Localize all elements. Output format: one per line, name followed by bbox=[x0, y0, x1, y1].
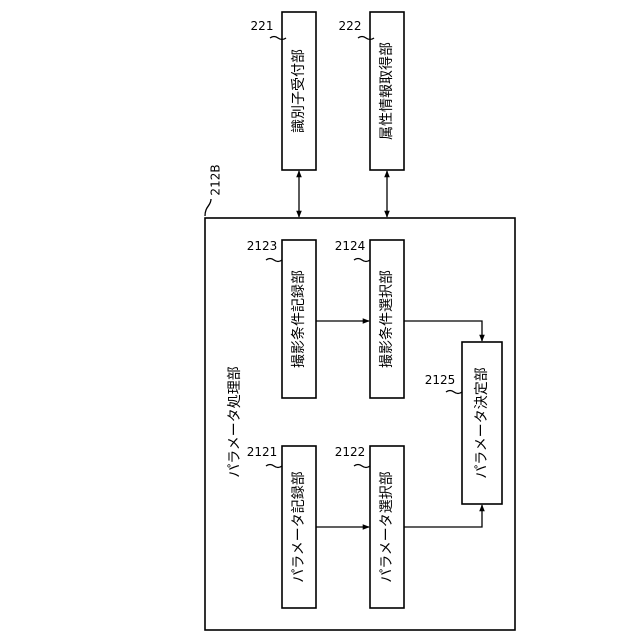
block-2125-label: パラメータ決定部 bbox=[474, 367, 490, 479]
block-221-label: 識別子受付部 bbox=[291, 49, 307, 133]
block-2123-label: 撮影条件記録部 bbox=[290, 270, 307, 368]
block-2124-label: 撮影条件選択部 bbox=[378, 270, 395, 368]
block-2125-ref: 2125 bbox=[425, 373, 456, 387]
block-222-ref: 222 bbox=[339, 19, 362, 33]
outer-ref: 212B bbox=[209, 164, 223, 195]
block-221-ref: 221 bbox=[251, 19, 274, 33]
outer-title: パラメータ処理部 bbox=[227, 366, 243, 478]
block-2123-ref: 2123 bbox=[247, 239, 278, 253]
block-2122-ref: 2122 bbox=[335, 445, 366, 459]
outer-ref-leader bbox=[205, 199, 211, 216]
block-222-label: 属性情報取得部 bbox=[378, 42, 395, 140]
block-2121-ref: 2121 bbox=[247, 445, 278, 459]
block-2121-label: パラメータ記録部 bbox=[290, 471, 307, 583]
block-2124-ref: 2124 bbox=[335, 239, 366, 253]
block-2122-label: パラメータ選択部 bbox=[379, 471, 395, 583]
